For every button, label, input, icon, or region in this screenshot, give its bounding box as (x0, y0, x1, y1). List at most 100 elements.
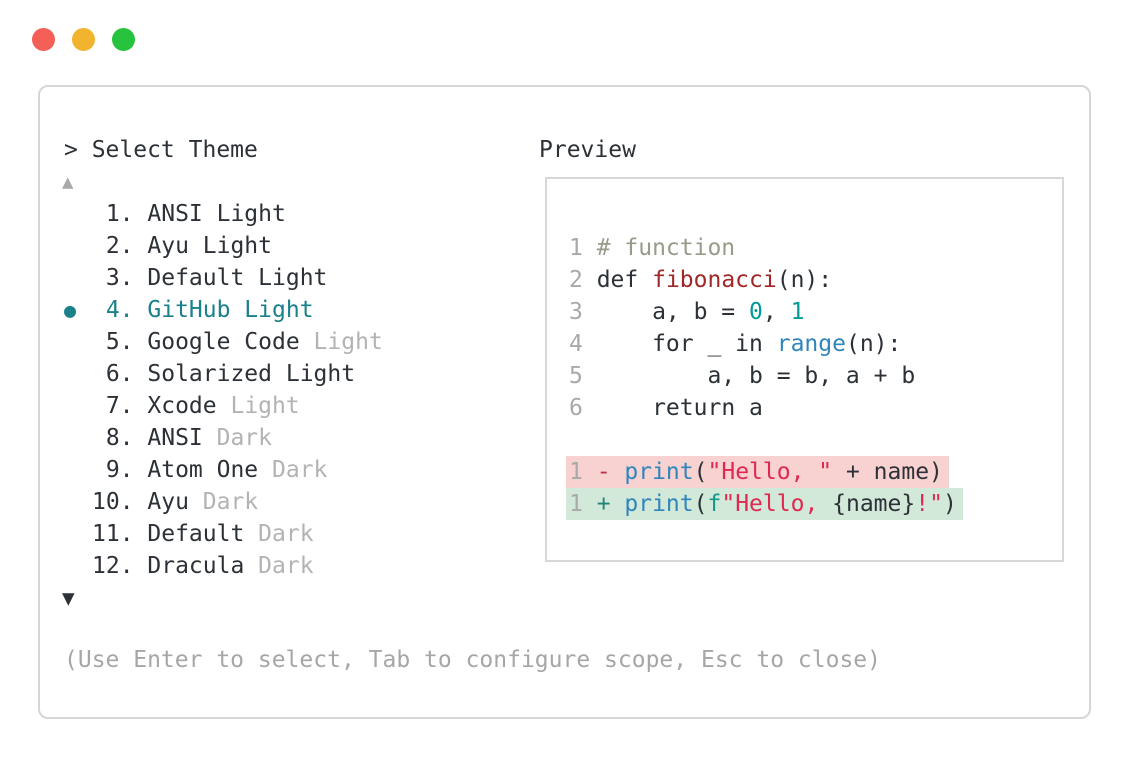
theme-item-solarized-light[interactable]: 6. Solarized Light (64, 358, 383, 390)
theme-item-atom-one[interactable]: 9.Atom One Dark (64, 454, 383, 486)
line-content (566, 424, 603, 456)
item-number: 9. (105, 457, 134, 483)
theme-item-xcode[interactable]: 7.Xcode Light (64, 390, 383, 422)
item-label: Default Light (147, 265, 328, 291)
token-plain: _ (693, 331, 736, 357)
token-plain: ) (942, 491, 957, 517)
item-label: Default (147, 521, 245, 547)
item-label: Dracula (147, 553, 245, 579)
theme-item-ayu-light[interactable]: 2. Ayu Light (64, 230, 383, 262)
theme-item-ansi[interactable]: 8.ANSI Dark (64, 422, 383, 454)
item-number: 3. (105, 265, 134, 291)
token-affix: f (707, 491, 722, 517)
token-num: 1 (790, 299, 805, 325)
code-line: 1 # function (569, 232, 1062, 264)
line-content: 5 a, b = b, a + b (566, 360, 921, 392)
token-builtin: range (776, 331, 846, 357)
token-plain (597, 395, 652, 421)
line-number: 4 (569, 331, 583, 357)
item-label-variant: Light (216, 393, 300, 419)
window-controls (32, 28, 152, 51)
item-number: 6. (105, 361, 134, 387)
token-plain: ( (693, 459, 708, 485)
item-label: ANSI Light (147, 201, 286, 227)
line-content: 1+ print(f"Hello, {name}!") (566, 488, 963, 520)
token-kw: def (596, 267, 639, 293)
selected-bullet-icon: ● (64, 298, 77, 322)
token-builtin: print (624, 459, 694, 485)
item-label: Solarized Light (147, 361, 356, 387)
item-marker (64, 262, 92, 294)
item-label: Google Code (147, 329, 300, 355)
token-plain (638, 267, 652, 293)
close-button[interactable] (32, 28, 55, 51)
token-plain: (n): (776, 267, 833, 293)
item-number: 12. (92, 553, 134, 579)
line-number: 5 (569, 363, 583, 389)
keyboard-hint: (Use Enter to select, Tab to configure s… (64, 647, 881, 673)
token-plain (763, 331, 777, 357)
line-content: 4 for _ in range(n): (566, 328, 907, 360)
token-str: "Hello, (721, 491, 833, 517)
item-marker (64, 454, 92, 486)
code-line: 5 a, b = b, a + b (569, 360, 1062, 392)
item-marker (64, 390, 92, 422)
line-number: 2 (569, 267, 583, 293)
token-str: "Hello, " (707, 459, 833, 485)
item-number: 2. (105, 233, 134, 259)
item-label-variant: Light (299, 329, 383, 355)
item-marker (64, 486, 92, 518)
item-number: 8. (105, 425, 134, 451)
item-marker (64, 358, 92, 390)
theme-item-default-light[interactable]: 3. Default Light (64, 262, 383, 294)
theme-item-ansi-light[interactable]: 1.ANSI Light (64, 198, 383, 230)
token-comment: # function (596, 235, 736, 261)
token-builtin: print (624, 491, 694, 517)
token-plain: a, b = b, a + b (596, 363, 916, 389)
token-kw: in (735, 331, 763, 357)
minimize-button[interactable] (72, 28, 95, 51)
theme-item-dracula[interactable]: 12. Dracula Dark (64, 550, 383, 582)
scroll-down-indicator[interactable]: ▼ (62, 586, 75, 610)
scroll-up-indicator[interactable]: ▲ (62, 171, 74, 193)
theme-item-ayu[interactable]: 10.Ayu Dark (64, 486, 383, 518)
code-line: 3 a, b = 0, 1 (569, 296, 1062, 328)
theme-item-google-code[interactable]: 5.Google Code Light (64, 326, 383, 358)
theme-picker-header: > Select Theme (64, 137, 258, 163)
item-label: GitHub Light (147, 297, 314, 323)
theme-picker-window: > Select Theme ▲ 1.ANSI Light 2. Ayu Light… (38, 85, 1091, 719)
item-label: ANSI (147, 425, 203, 451)
line-number: 1 (569, 491, 583, 517)
item-label: Xcode (147, 393, 217, 419)
item-label: Atom One (147, 457, 259, 483)
theme-item-default[interactable]: 11.Default Dark (64, 518, 383, 550)
token-kw: for (652, 331, 694, 357)
token-del: - (596, 459, 625, 485)
item-label: Ayu Light (147, 233, 272, 259)
code-line (569, 424, 1062, 456)
token-num: 0 (749, 299, 763, 325)
item-marker (64, 326, 92, 358)
token-ins: + (596, 491, 625, 517)
token-plain: , (762, 299, 791, 325)
item-marker (64, 518, 92, 550)
line-number: 3 (569, 299, 583, 325)
line-content: 6 return a (566, 392, 769, 424)
diff-added-line: 1+ print(f"Hello, {name}!") (566, 488, 1062, 520)
token-str: !" (915, 491, 943, 517)
line-number: 6 (569, 395, 583, 421)
line-number: 1 (569, 235, 583, 261)
line-content: 1- print("Hello, " + name) (566, 456, 949, 488)
line-number: 1 (569, 459, 583, 485)
diff-removed-line: 1- print("Hello, " + name) (566, 456, 1062, 488)
theme-item-github-light[interactable]: ●4.GitHub Light (64, 294, 383, 326)
item-label-variant: Dark (244, 521, 314, 547)
code-line: 6 return a (569, 392, 1062, 424)
item-label-variant: Dark (244, 553, 314, 579)
theme-picker-column: > Select Theme ▲ 1.ANSI Light 2. Ayu Light… (62, 134, 383, 614)
zoom-button[interactable] (112, 28, 135, 51)
